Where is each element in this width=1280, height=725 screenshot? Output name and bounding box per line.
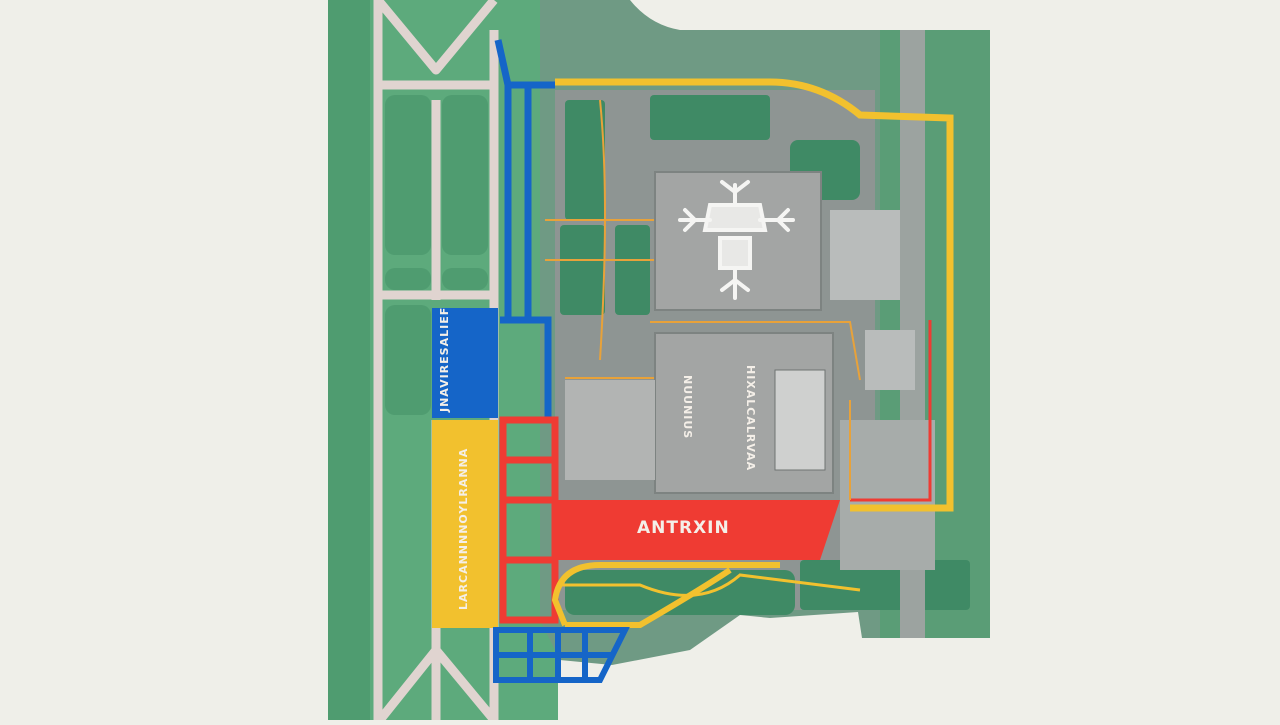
terminal-label-left: NUUNIUS — [681, 375, 694, 440]
red-zone-label: ANTRXIN — [637, 518, 730, 538]
blue-zone-label: JNAVIRESALIEF — [438, 306, 451, 412]
yellow-zone-label: LARCANNNNOYLRANNA — [457, 447, 470, 610]
terminal-label-right: HIXALCALRVAA — [744, 365, 757, 472]
aircraft-cluster-icon — [678, 180, 795, 300]
